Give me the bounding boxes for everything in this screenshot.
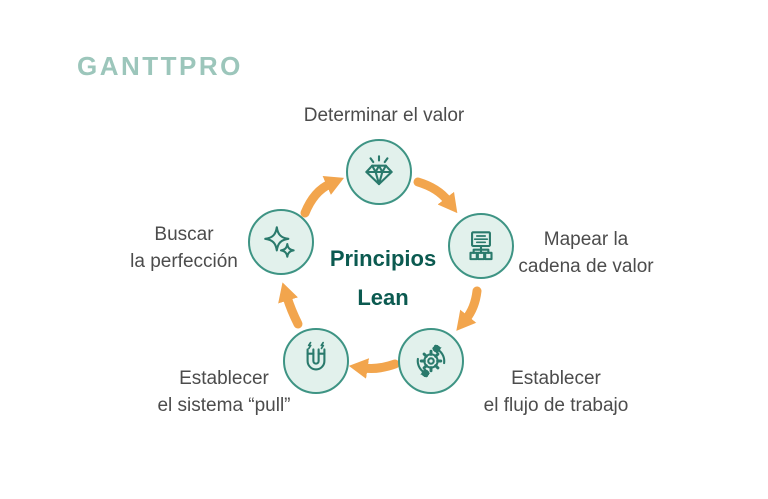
label-sistema-pull: Establecer el sistema “pull” [157,365,290,419]
diamond-icon [365,155,393,186]
center-title-lean: Lean [357,285,409,310]
arrow-pull-to-perfeccion [278,282,303,329]
magnet-icon [306,341,326,371]
node-mapear-cadena [448,213,514,279]
arrow-cadena-to-flujo [456,286,482,331]
node-sistema-pull [283,328,349,394]
label-buscar-perfeccion: Buscar la perfección [130,221,238,275]
ganttpro-logo: GANTTPRO [77,51,243,81]
node-buscar-perfeccion [248,209,314,275]
arrow-perfeccion-to-valor [300,175,345,218]
label-line: Mapear la [543,229,629,250]
label-line: la perfección [130,251,238,272]
gear-cycle-icon [416,340,446,382]
arrow-flujo-to-pull [348,358,400,379]
label-line: Establecer [511,368,601,389]
arrow-valor-to-cadena [413,177,458,214]
label-determinar-valor: Determinar el valor [304,102,465,129]
org-chart-icon [469,231,493,261]
label-line: Establecer [179,368,269,389]
node-determinar-valor [346,139,412,205]
label-flujo-trabajo: Establecer el flujo de trabajo [484,365,629,419]
label-line: el flujo de trabajo [483,395,629,416]
node-flujo-trabajo [398,328,464,394]
label-line: Buscar [154,224,214,245]
label-line: el sistema “pull” [157,395,291,416]
sparkles-icon [264,226,295,258]
label-line: Determinar el valor [303,105,465,126]
label-line: cadena de valor [518,256,654,277]
label-mapear-cadena: Mapear la cadena de valor [518,226,653,280]
center-title-principios: Principios [329,246,437,271]
